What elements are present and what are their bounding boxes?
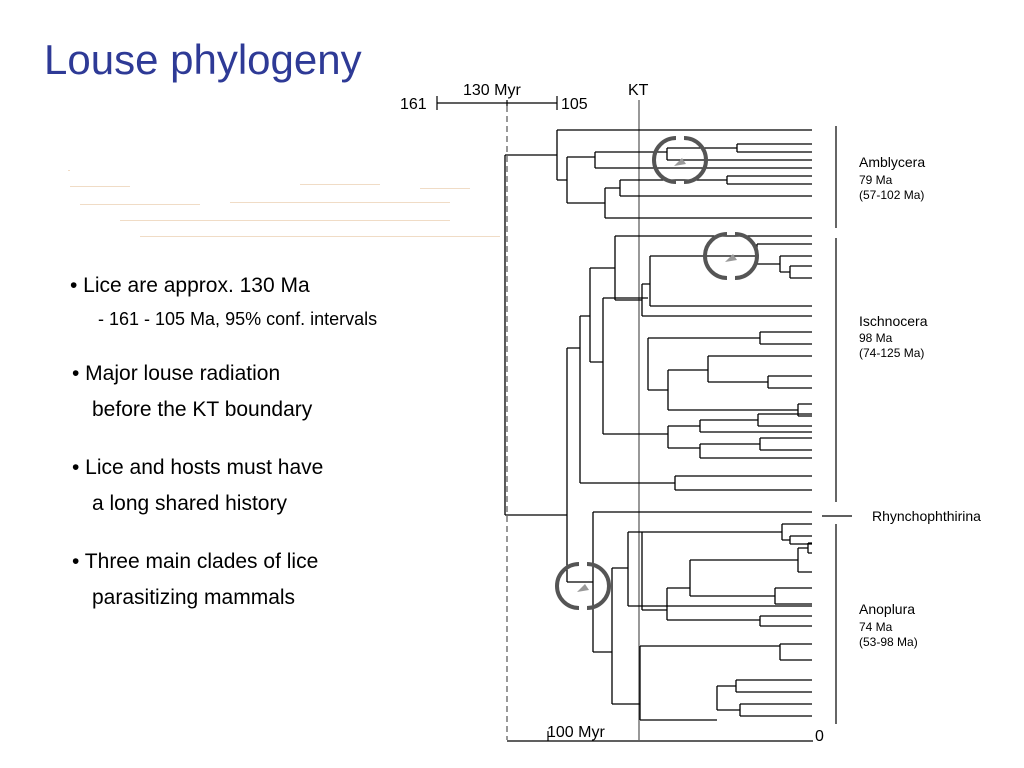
bullet-lice-age: • Lice are approx. 130 Ma - 161 - 105 Ma… [70,268,492,334]
svg-text:Rhynchophthirina: Rhynchophthirina [872,508,981,524]
svg-text:(53-98 Ma): (53-98 Ma) [859,635,918,649]
arrow-icon [674,152,688,166]
arrow-icon [577,578,591,592]
label-105: 105 [561,96,588,113]
divergence-marker-anoplura [555,562,611,610]
clade-anoplura: Anoplura 74 Ma (53-98 Ma) [859,601,918,649]
svg-text:Ischnocera: Ischnocera [859,313,928,329]
label-zero: 0 [815,728,824,745]
bullet-shared-history: • Lice and hosts must have a long shared… [72,456,324,515]
faded-text-artifact [60,160,500,250]
clade-rhynchophthirina: Rhynchophthirina [872,508,981,524]
label-130-myr: 130 Myr [463,82,521,99]
tree-branches [504,129,812,721]
clade-ischnocera: Ischnocera 98 Ma (74-125 Ma) [859,313,928,360]
confidence-scale [436,96,558,110]
label-kt: KT [628,82,649,99]
svg-text:Amblycera: Amblycera [859,154,925,170]
svg-text:(57-102 Ma): (57-102 Ma) [859,188,924,202]
bottom-scale [507,731,813,742]
clade-brackets [822,126,852,724]
bullet-three-clades: • Three main clades of lice parasitizing… [72,550,319,609]
svg-text:74 Ma: 74 Ma [859,620,893,634]
clade-amblycera: Amblycera 79 Ma (57-102 Ma) [859,154,925,202]
divergence-marker-ischnocera [703,232,759,280]
svg-text:(74-125 Ma): (74-125 Ma) [859,346,924,360]
arrow-icon [725,248,739,262]
label-161: 161 [400,96,427,113]
svg-text:79 Ma: 79 Ma [859,173,893,187]
bullet-radiation: • Major louse radiation before the KT bo… [72,362,313,421]
svg-text:98 Ma: 98 Ma [859,331,893,345]
bullet-list: • Lice are approx. 130 Ma - 161 - 105 Ma… [70,268,492,616]
bullet-sub-confidence: - 161 - 105 Ma, 95% conf. intervals [98,309,378,329]
label-100-myr: 100 Myr [547,724,605,741]
svg-text:Anoplura: Anoplura [859,601,915,617]
slide-title: Louse phylogeny [44,36,362,83]
divergence-marker-amblycera [652,136,708,184]
